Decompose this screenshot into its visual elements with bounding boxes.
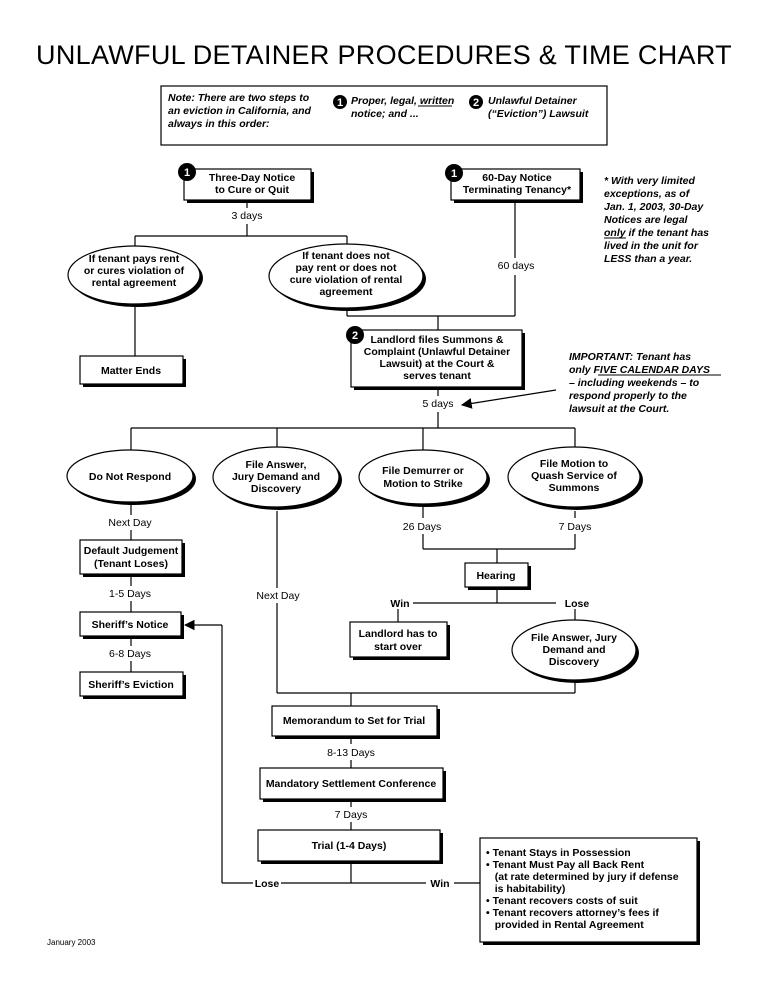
step-number-2-icon <box>469 95 483 109</box>
tenant-wins-outcomes-box: • Tenant Stays in Possession• Tenant Mus… <box>479 837 700 945</box>
sheriffs-notice-box: Sheriff’s Notice <box>79 611 184 639</box>
svg-text:• Tenant Stays in Possession•: • Tenant Stays in Possession• Tenant Mus… <box>486 847 679 931</box>
edge-label-7-days: 7 Days <box>559 521 592 533</box>
edge-label-8-13-days: 8-13 Days <box>327 747 375 759</box>
edge-label-win-hearing: Win <box>390 598 409 610</box>
svg-text:Matter Ends: Matter Ends <box>101 365 161 377</box>
edge-label-lose-trial: Lose <box>255 878 280 890</box>
step-number-1-icon <box>333 95 347 109</box>
edge-label-6-8-days: 6-8 Days <box>109 648 151 660</box>
date-label: January 2003 <box>47 938 96 947</box>
edge-label-next-day-2: Next Day <box>256 590 300 602</box>
do-not-respond-ellipse: Do Not Respond <box>66 449 196 505</box>
edge-label-26-days: 26 Days <box>403 521 442 533</box>
step-number-2-icon <box>346 326 364 344</box>
svg-text:2: 2 <box>352 330 358 342</box>
svg-text:Landlord files Summons &Compla: Landlord files Summons &Complaint (Unlaw… <box>364 334 510 382</box>
default-judgement-box: Default Judgement(Tenant Loses) <box>79 539 185 577</box>
svg-text:2: 2 <box>473 97 479 109</box>
svg-text:Trial (1-4 Days): Trial (1-4 Days) <box>312 840 387 852</box>
svg-text:Sheriff’s Notice: Sheriff’s Notice <box>92 619 169 631</box>
edge-label-3-days: 3 days <box>232 210 263 222</box>
sheriffs-eviction-box: Sheriff’s Eviction <box>79 671 186 699</box>
edge-label-7-days-2: 7 Days <box>335 809 368 821</box>
svg-text:Do Not Respond: Do Not Respond <box>89 471 171 483</box>
edge-labels: 3 days 60 days 5 days Next Day 26 Days 7… <box>108 210 591 890</box>
mandatory-settlement-box: Mandatory Settlement Conference <box>259 767 446 802</box>
matter-ends-box: Matter Ends <box>79 355 186 387</box>
svg-text:1: 1 <box>184 167 190 179</box>
step-number-1-icon <box>178 163 196 181</box>
edge-label-60-days: 60 days <box>498 260 535 272</box>
svg-text:1: 1 <box>337 97 343 109</box>
svg-text:1: 1 <box>451 168 457 180</box>
edge-label-1-5-days: 1-5 Days <box>109 588 151 600</box>
edge-label-win-trial: Win <box>430 878 449 890</box>
svg-text:Default Judgement(Tenant Loses: Default Judgement(Tenant Loses) <box>84 545 179 570</box>
svg-text:Hearing: Hearing <box>476 570 515 582</box>
edge-label-next-day: Next Day <box>108 517 152 529</box>
memorandum-box: Memorandum to Set for Trial <box>271 705 440 739</box>
edge-label-lose-hearing: Lose <box>565 598 590 610</box>
trial-box: Trial (1-4 Days) <box>257 829 443 864</box>
svg-text:Mandatory Settlement Conferenc: Mandatory Settlement Conference <box>266 778 437 790</box>
svg-text:Unlawful Detainer(“Eviction”): Unlawful Detainer(“Eviction”) Lawsuit <box>488 95 589 120</box>
hearing-box: Hearing <box>464 562 531 590</box>
svg-text:Memorandum to Set for Trial: Memorandum to Set for Trial <box>283 715 425 727</box>
edge-label-5-days: 5 days <box>423 398 454 410</box>
svg-text:Sheriff’s Eviction: Sheriff’s Eviction <box>88 679 174 691</box>
step-number-1-icon <box>445 164 463 182</box>
landlord-files-summons-box: Landlord files Summons &Complaint (Unlaw… <box>346 326 525 390</box>
page-title: UNLAWFUL DETAINER PROCEDURES & TIME CHAR… <box>36 40 732 70</box>
connectors <box>130 200 576 884</box>
